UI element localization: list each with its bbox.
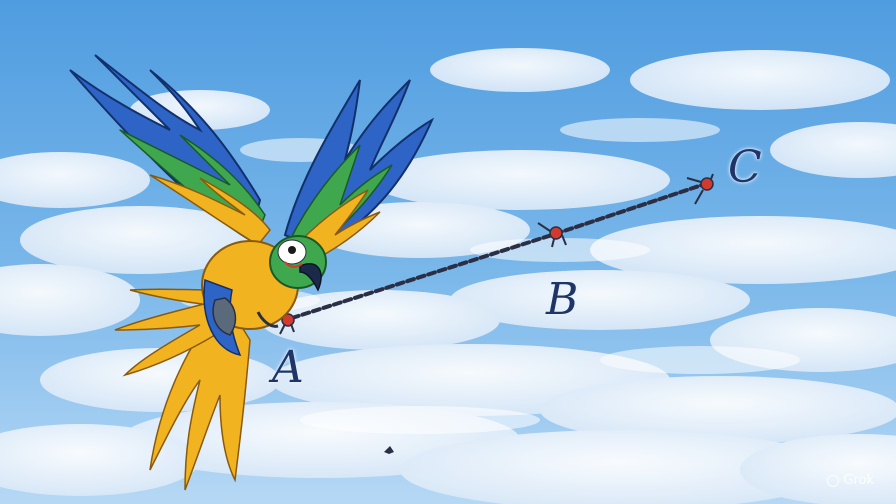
point-label-a: A [272, 342, 304, 393]
marker-a [279, 313, 295, 335]
point-label-c: C [728, 142, 762, 193]
point-label-b: B [546, 274, 579, 325]
watermark: Grok [827, 473, 874, 488]
grok-logo-icon [827, 474, 840, 487]
marker-c [686, 173, 714, 205]
marker-b [537, 222, 567, 248]
watermark-text: Grok [843, 473, 874, 488]
distant-bird [384, 446, 394, 454]
flight-path [290, 182, 707, 320]
macaw-parrot [69, 54, 435, 491]
